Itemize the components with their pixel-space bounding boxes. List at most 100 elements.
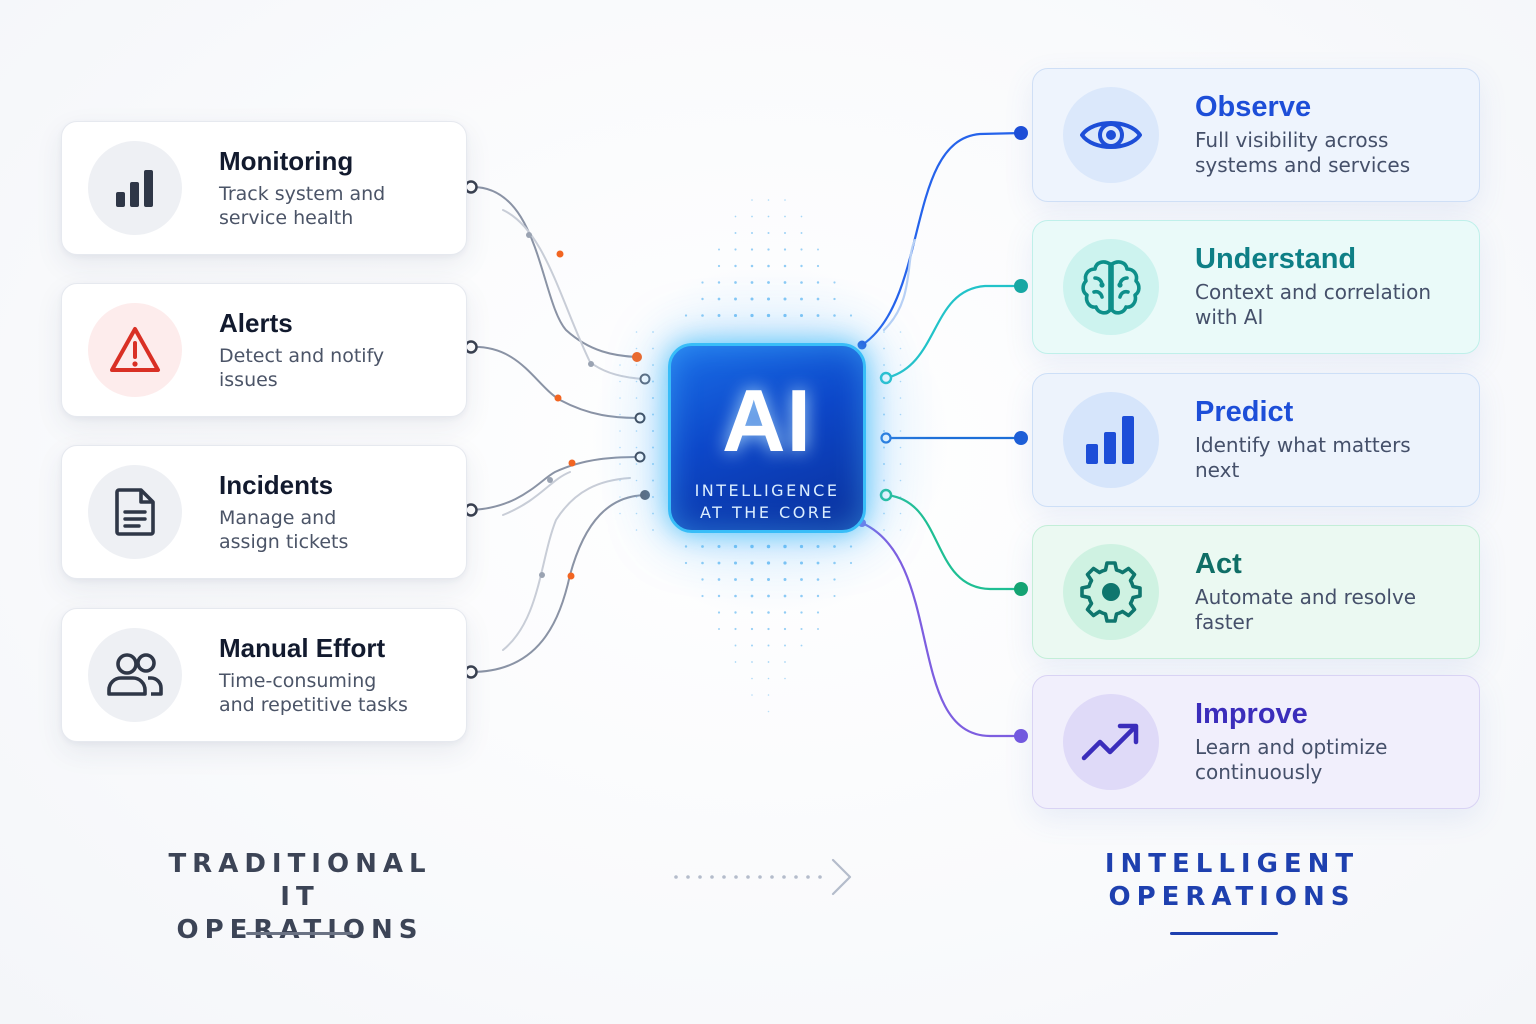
- glow-dot: [652, 380, 654, 383]
- ai-subtitle: INTELLIGENCE AT THE CORE: [694, 481, 840, 522]
- glow-dot: [899, 512, 902, 515]
- glow-dot: [833, 281, 836, 284]
- glow-dot: [734, 264, 737, 268]
- glow-dot: [701, 594, 704, 598]
- glow-dot: [833, 578, 836, 581]
- arrow-dot: [746, 875, 750, 879]
- signal-dot: [568, 459, 576, 467]
- glow-dot: [766, 313, 771, 318]
- glow-dot: [767, 611, 770, 614]
- glow-dot: [619, 430, 621, 432]
- glow-dot: [635, 512, 638, 515]
- card-manual-effort[interactable]: Manual Effort Time-consuming and repetit…: [61, 608, 467, 742]
- glow-dot: [750, 248, 754, 251]
- glow-dot: [849, 545, 853, 548]
- icon-circle: [88, 628, 182, 722]
- glow-dot: [799, 561, 804, 565]
- node-understand: [1014, 279, 1028, 293]
- node-improve: [1014, 729, 1028, 743]
- arrow-dot: [710, 875, 714, 879]
- glow-dot: [734, 578, 737, 581]
- glow-dot: [800, 248, 803, 251]
- glow-dot: [635, 347, 638, 350]
- glow-dot: [619, 413, 621, 416]
- card-title: Improve: [1195, 698, 1308, 730]
- transition-arrow: [674, 858, 852, 896]
- glow-dot: [652, 479, 654, 482]
- arrow-dot: [806, 875, 810, 879]
- glow-dot: [751, 677, 753, 680]
- arrow-dot: [698, 875, 702, 879]
- bar-chart-icon: [116, 170, 153, 207]
- glow-dot: [767, 694, 770, 696]
- glow-dot: [767, 594, 770, 598]
- card-description: Learn and optimize continuously: [1195, 735, 1388, 784]
- card-alerts[interactable]: Alerts Detect and notify issues: [61, 283, 467, 417]
- glow-dot: [718, 248, 720, 251]
- card-title: Observe: [1195, 91, 1312, 123]
- connector-incidents: [470, 456, 641, 511]
- glow-dot: [849, 314, 853, 317]
- glow-dot: [751, 644, 753, 647]
- glow-dot: [817, 248, 819, 251]
- glow-dot: [899, 479, 902, 482]
- arrow-dot: [734, 875, 738, 879]
- arrow-head-icon: [831, 858, 852, 896]
- section-label-traditional: TRADITIONAL IT OPERATIONS: [168, 849, 432, 945]
- card-monitoring[interactable]: Monitoring Track system and service heal…: [61, 121, 467, 255]
- card-description: Identify what matters next: [1195, 433, 1411, 482]
- glow-dot: [783, 248, 787, 251]
- card-predict[interactable]: Predict Identify what matters next: [1032, 373, 1480, 507]
- glow-dot: [717, 594, 721, 598]
- card-observe[interactable]: Observe Full visibility across systems a…: [1032, 68, 1480, 202]
- chip-input-dot: [640, 490, 650, 500]
- glow-dot: [883, 512, 885, 515]
- ai-label: AI: [722, 371, 812, 470]
- glow-dot: [750, 544, 754, 549]
- glow-dot: [833, 594, 836, 598]
- glow-dot: [767, 215, 770, 218]
- signal-dot: [554, 394, 562, 402]
- glow-dot: [766, 297, 771, 301]
- connector-improve: [860, 521, 1023, 738]
- glow-dot: [783, 578, 787, 581]
- arrow-dot: [818, 875, 822, 879]
- card-act[interactable]: Act Automate and resolve faster: [1032, 525, 1480, 659]
- icon-circle: [1063, 392, 1159, 488]
- card-improve[interactable]: Improve Learn and optimize continuously: [1032, 675, 1480, 809]
- glow-dot: [800, 644, 803, 647]
- node-act: [1014, 582, 1028, 596]
- glow-dot: [619, 479, 621, 482]
- glow-dot: [750, 281, 754, 284]
- glow-dot: [750, 627, 754, 631]
- glow-dot: [717, 561, 721, 565]
- glow-dot: [833, 545, 836, 548]
- connector-monitoring: [470, 185, 638, 358]
- glow-dot: [734, 248, 737, 251]
- icon-circle: [88, 303, 182, 397]
- glow-dot: [717, 281, 721, 284]
- card-title: Monitoring: [219, 146, 354, 176]
- glow-dot: [619, 380, 621, 383]
- card-title: Predict: [1195, 396, 1294, 428]
- glow-dot: [651, 413, 655, 416]
- card-understand[interactable]: Understand Context and correlation with …: [1032, 220, 1480, 354]
- glow-dot: [784, 644, 786, 647]
- glow-dot: [651, 446, 655, 449]
- glow-dot: [767, 281, 770, 284]
- glow-dot: [899, 397, 902, 399]
- card-title: Incidents: [219, 470, 334, 500]
- signal-dot: [539, 572, 545, 578]
- glow-dot: [635, 331, 638, 333]
- underline-traditional: [246, 932, 353, 935]
- glow-dot: [816, 281, 820, 284]
- glow-dot: [899, 463, 902, 465]
- glow-dot: [883, 397, 885, 399]
- connector-observe-faint: [882, 238, 917, 332]
- glow-dot: [899, 529, 902, 531]
- card-description: Automate and resolve faster: [1195, 585, 1417, 634]
- arrow-dot: [722, 875, 726, 879]
- section-label-intelligent: INTELLIGENT OPERATIONS: [1104, 849, 1360, 912]
- glow-dot: [767, 661, 770, 663]
- card-incidents[interactable]: Incidents Manage and assign tickets: [61, 445, 467, 579]
